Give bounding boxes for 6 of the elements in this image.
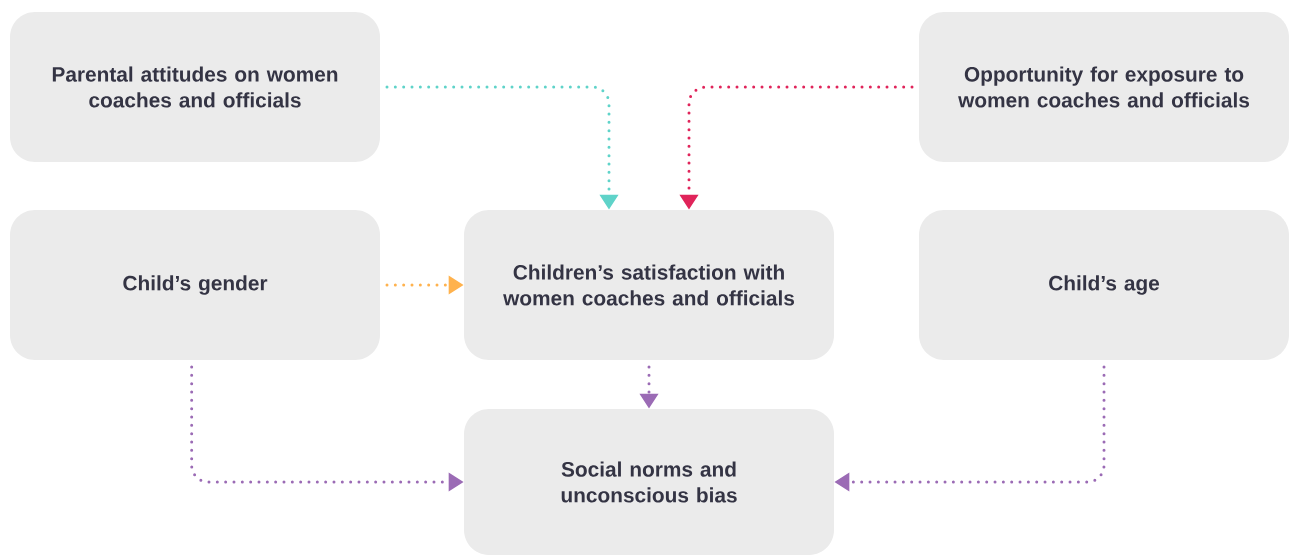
process-box: Children’s satisfaction with women coaches and officials xyxy=(464,210,834,360)
process-box: Social norms and unconscious bias xyxy=(464,409,834,555)
process-box: Parental attitudes on women coaches and officials xyxy=(10,12,380,162)
process-box: Opportunity for exposure to women coaches and officials xyxy=(919,12,1289,162)
process-box: Child’s gender xyxy=(10,210,380,360)
process-box: Child’s age xyxy=(919,210,1289,360)
